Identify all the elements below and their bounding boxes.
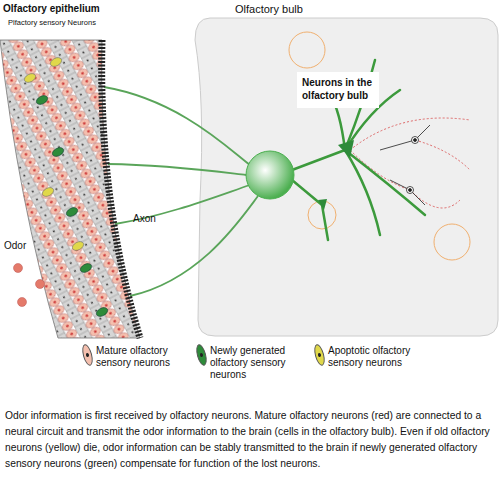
legend-text: Newly generated olfactory sensory neuron… xyxy=(210,345,302,381)
granule-neurons xyxy=(380,125,430,205)
swatch-nucleus xyxy=(200,353,204,358)
odor-molecules xyxy=(14,264,45,307)
glomerulus-outlines xyxy=(289,32,470,260)
legend-text: Mature olfactory sensory neurons xyxy=(96,345,184,369)
legend-text: Apoptotic olfactory sensory neurons xyxy=(328,345,426,369)
glomerulus xyxy=(246,151,294,199)
bulb-neuron-box: Neurons in the olfactory bulb xyxy=(297,72,379,108)
legend-swatch xyxy=(312,343,326,367)
swatch-nucleus xyxy=(318,353,322,358)
node-heading: Olfactory epithelium xyxy=(3,3,100,14)
epithelium-band: Olfactory epitheliumPlfactory sensory Ne… xyxy=(0,0,145,340)
node-heading: Neurons in the olfactory bulb xyxy=(302,76,374,102)
epithelium-band xyxy=(0,40,140,338)
part-label: Odor xyxy=(4,240,26,251)
apoptotic-neurons xyxy=(23,56,85,252)
bulb-region: Olfactory bulbNeurons in the olfactory b… xyxy=(195,0,500,338)
caption-text: Odor information is first received by ol… xyxy=(5,408,495,472)
basal-layer xyxy=(102,40,140,338)
bulb-neuron-dendrites xyxy=(292,60,425,240)
legend-swatch xyxy=(194,343,208,367)
node-heading: Olfactory bulb xyxy=(235,3,303,15)
legend-swatch xyxy=(80,343,94,367)
new-neurons xyxy=(35,94,109,318)
axon-bundle xyxy=(104,87,258,296)
bulb-neuron-bodies xyxy=(318,140,354,210)
bulb-outline xyxy=(195,18,498,336)
part-label: Axon xyxy=(133,213,156,224)
swatch-nucleus xyxy=(86,353,90,358)
node-subtext: Plfactory sensory Neurons xyxy=(8,18,96,27)
